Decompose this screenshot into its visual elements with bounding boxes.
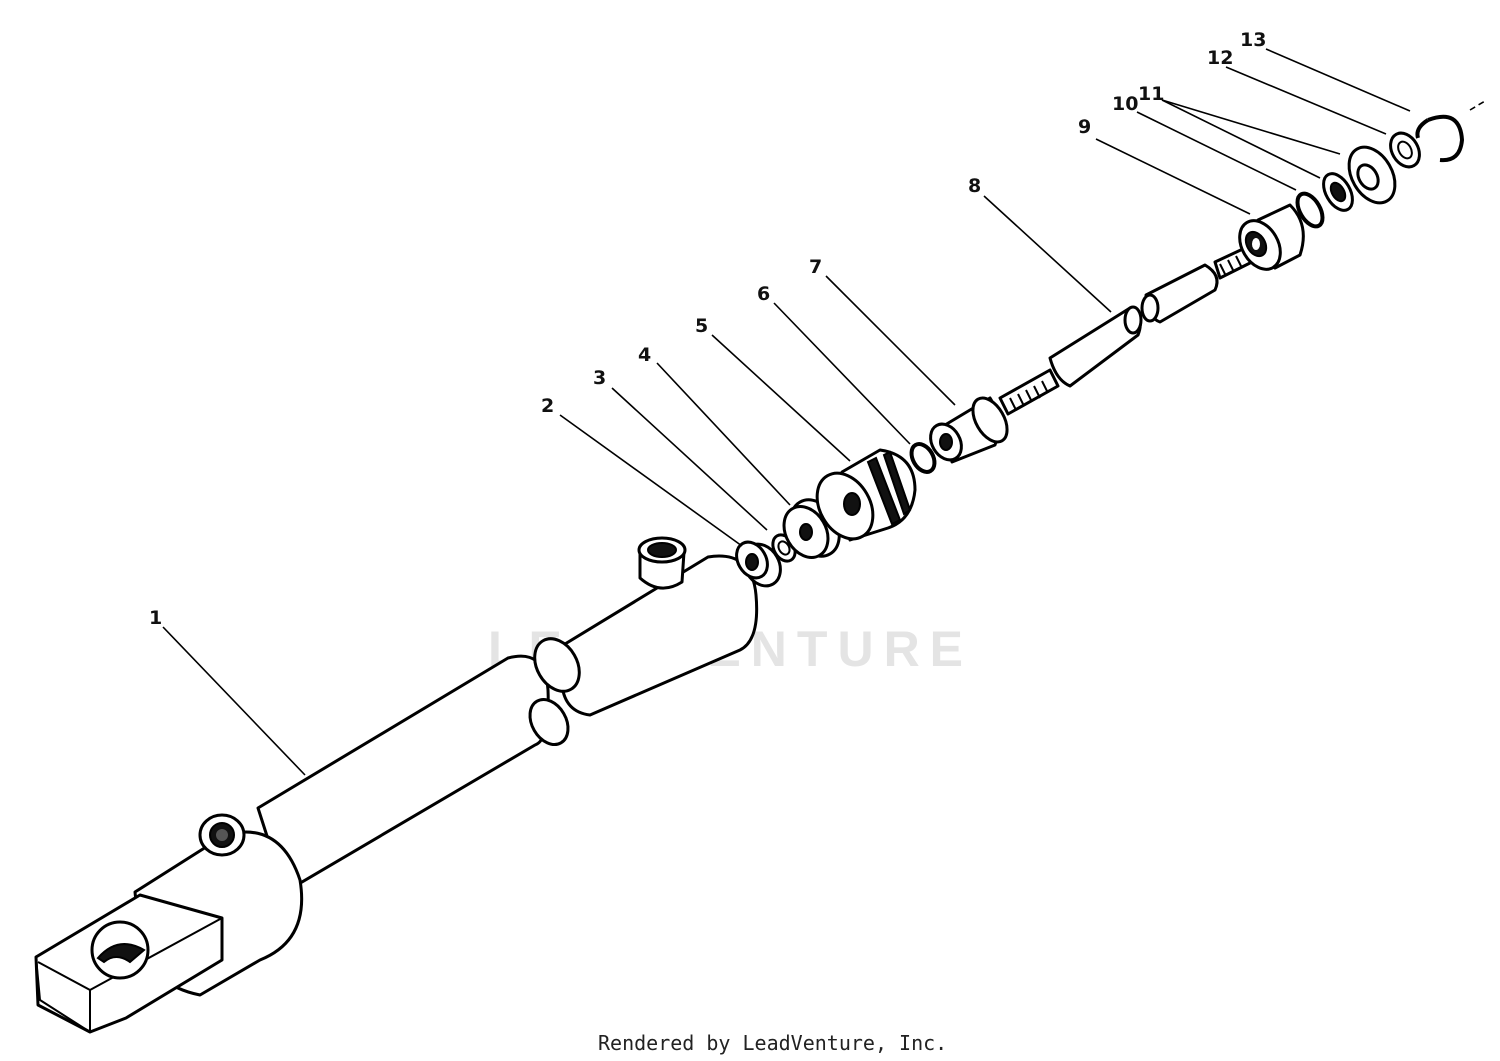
callout-2: 2 (541, 395, 554, 417)
credit-text: Rendered by LeadVenture, Inc. (598, 1031, 947, 1055)
part-9-gland (1238, 203, 1305, 271)
part-11-seals (1322, 145, 1397, 212)
part-2-nut (735, 540, 782, 588)
callout-8: 8 (968, 175, 981, 197)
callout-7: 7 (809, 256, 822, 278)
callout-9: 9 (1078, 116, 1091, 138)
part-13-retaining-ring (1415, 114, 1465, 163)
callout-13: 13 (1240, 29, 1266, 51)
part-10-o-ring (1295, 191, 1325, 229)
callout-6: 6 (757, 283, 770, 305)
callout-3: 3 (593, 367, 606, 389)
callout-labels: 1 2 3 4 5 6 7 8 9 10 11 12 13 (149, 29, 1266, 629)
callout-5: 5 (695, 315, 708, 337)
part-6-o-ring (909, 442, 937, 474)
leader-lines (162, 48, 1411, 776)
part-12-wiper (1389, 131, 1421, 169)
callout-12: 12 (1207, 47, 1233, 69)
part-1-upper-barrel (533, 536, 759, 717)
callout-11: 11 (1138, 83, 1164, 105)
part-1-cylinder-barrel (34, 654, 570, 1034)
axis-line (1469, 100, 1486, 111)
part-5-piston (815, 448, 917, 542)
callout-10: 10 (1112, 93, 1138, 115)
callout-1: 1 (149, 607, 162, 629)
callout-4: 4 (638, 344, 651, 366)
part-8-piston-rod (998, 246, 1254, 416)
part-7-rod-head (929, 396, 1009, 464)
